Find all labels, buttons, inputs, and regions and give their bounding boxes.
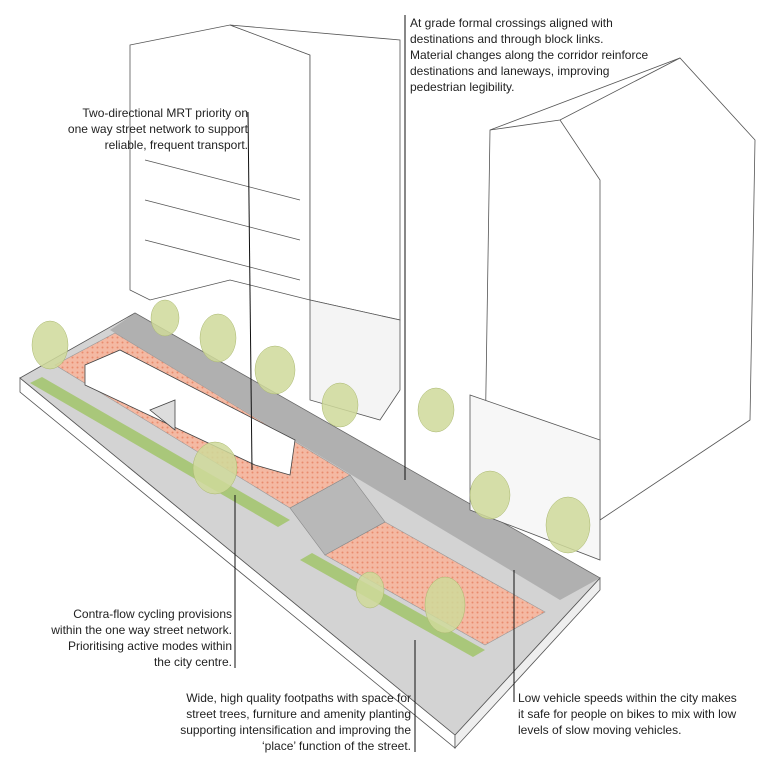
tram <box>84 349 296 476</box>
annotation-mrt: Two-directional MRT priority on one way … <box>67 106 248 152</box>
right-building <box>469 57 756 561</box>
footpath-right <box>110 313 600 600</box>
annotation-footpaths: Wide, high quality footpaths with space … <box>180 691 411 753</box>
street-trees <box>31 299 591 634</box>
annotation-crossings: At grade formal crossings aligned with d… <box>410 16 649 94</box>
leader-lines <box>234 15 515 752</box>
annotation-speeds: Low vehicle speeds within the city makes… <box>518 691 737 737</box>
crossing <box>289 474 386 556</box>
annotation-cycling: Contra-flow cycling provisions within th… <box>51 607 232 669</box>
